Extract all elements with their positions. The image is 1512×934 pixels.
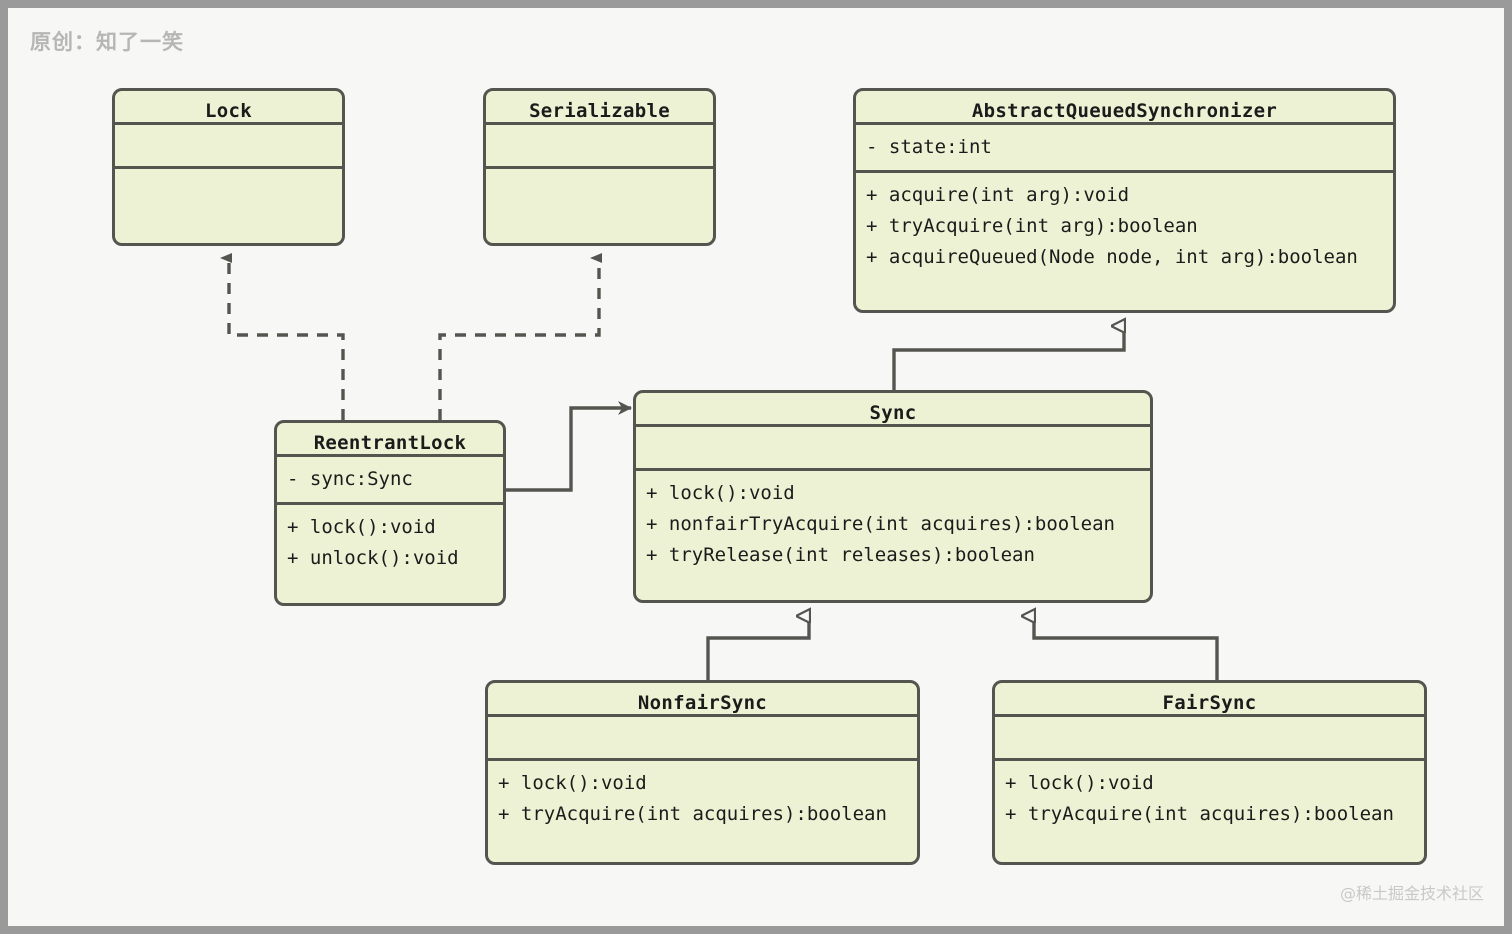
class-method: + lock():void [1005,772,1154,794]
watermark-bottom-right: @稀土掘金技术社区 [1339,884,1484,903]
class-methods-abstractqueuedsynchronizer: + acquire(int arg):void + tryAcquire(int… [856,169,1393,279]
class-box-reentrantlock[interactable]: ReentrantLock - sync:Sync + lock():void … [274,420,506,606]
class-title-sync: Sync [869,402,917,424]
class-method: + unlock():void [287,546,459,569]
class-title-nonfairsync: NonfairSync [637,692,768,714]
class-attributes-lock [115,122,342,166]
watermark-top-left: 原创：知了一笑 [30,30,184,54]
class-attributes-reentrantlock: - sync:Sync [277,454,503,502]
relation-sync-extends-aqs [892,326,1124,390]
class-title-abstractqueuedsynchronizer: AbstractQueuedSynchronizer [971,100,1278,122]
class-attributes-nonfairsync [488,714,917,758]
class-title-serializable: Serializable [529,100,670,122]
class-methods-lock [115,166,342,210]
class-methods-serializable [486,166,713,210]
class-title-reentrantlock: ReentrantLock [313,432,467,454]
class-attributes-sync [636,424,1150,468]
class-attribute: - state:int [866,136,992,158]
class-title-fairsync: FairSync [1162,692,1257,714]
class-method: + tryRelease(int releases):boolean [646,543,1035,566]
class-methods-fairsync: + lock():void + tryAcquire(int acquires)… [995,758,1424,836]
class-method: + lock():void [646,482,795,504]
relation-nonfairsync-extends-sync [706,616,809,680]
class-method: + lock():void [498,772,647,794]
class-methods-reentrantlock: + lock():void + unlock():void [277,501,503,580]
class-box-abstractqueuedsynchronizer[interactable]: AbstractQueuedSynchronizer - state:int +… [853,88,1396,313]
class-attributes-fairsync [995,714,1424,758]
relation-reentrantlock-implements-serializable [438,253,602,420]
class-method: + tryAcquire(int acquires):boolean [498,802,887,825]
class-box-lock[interactable]: Lock [112,88,345,246]
class-method: + nonfairTryAcquire(int acquires):boolea… [646,512,1115,535]
class-method: + tryAcquire(int acquires):boolean [1005,802,1394,825]
class-box-sync[interactable]: Sync + lock():void + nonfairTryAcquire(i… [633,390,1153,603]
class-box-serializable[interactable]: Serializable [483,88,716,246]
class-attribute: - sync:Sync [287,468,413,490]
relation-reentrantlock-uses-sync [506,401,632,492]
class-attributes-serializable [486,122,713,166]
class-methods-nonfairsync: + lock():void + tryAcquire(int acquires)… [488,758,917,836]
relation-fairsync-extends-sync [1034,616,1219,680]
class-box-nonfairsync[interactable]: NonfairSync + lock():void + tryAcquire(i… [485,680,920,865]
class-method: + lock():void [287,515,436,538]
relation-reentrantlock-implements-lock [220,253,345,420]
class-method: + acquireQueued(Node node, int arg):bool… [866,245,1358,268]
class-attributes-abstractqueuedsynchronizer: - state:int [856,122,1393,170]
class-box-fairsync[interactable]: FairSync + lock():void + tryAcquire(int … [992,680,1427,865]
class-method: + tryAcquire(int arg):boolean [866,214,1198,237]
class-title-lock: Lock [205,100,252,122]
class-method: + acquire(int arg):void [866,183,1130,206]
diagram-canvas: 原创：知了一笑 [8,8,1504,926]
class-methods-sync: + lock():void + nonfairTryAcquire(int ac… [636,468,1150,577]
